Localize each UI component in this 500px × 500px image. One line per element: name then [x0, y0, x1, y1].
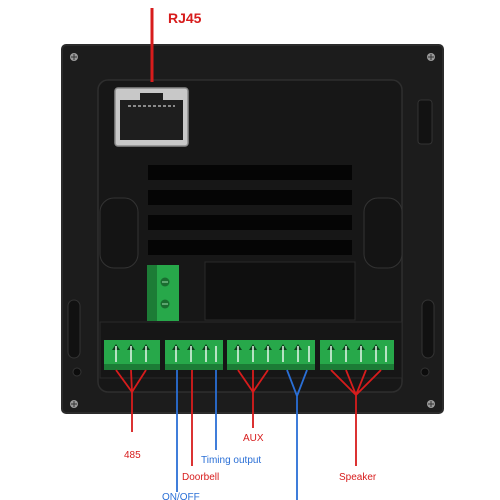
terminal-block-aux	[227, 340, 315, 370]
label-rj45: RJ45	[168, 10, 202, 26]
label-doorbell: Doorbell	[182, 472, 219, 483]
label-onoff: ON/OFF	[162, 492, 200, 500]
screw-icon	[427, 53, 435, 61]
recessed-panel	[204, 261, 356, 321]
hole-right	[420, 367, 430, 377]
label-speaker: Speaker	[339, 472, 377, 483]
side-tab-right	[417, 99, 433, 145]
label-485: 485	[124, 450, 141, 461]
terminal-block-485	[104, 340, 160, 370]
callout-line-aux-blue	[286, 369, 308, 500]
mount-slot-right	[421, 299, 435, 359]
callout-line-speaker	[330, 369, 382, 466]
screw-icon	[70, 53, 78, 61]
hole-left	[72, 367, 82, 377]
mount-slot-left	[67, 299, 81, 359]
power-terminal	[147, 265, 179, 321]
vent-slots	[148, 165, 352, 255]
callout-line-485	[115, 369, 147, 432]
clip-right	[363, 197, 403, 269]
clip-left	[99, 197, 139, 269]
label-timing-output: Timing output	[201, 455, 261, 466]
label-aux: AUX	[243, 433, 264, 444]
screw-icon	[427, 400, 435, 408]
terminal-block-speaker	[320, 340, 394, 370]
callout-line-aux	[237, 369, 269, 428]
terminal-block-doorbell	[165, 340, 223, 370]
rj45-port	[114, 87, 189, 147]
screw-icon	[70, 400, 78, 408]
